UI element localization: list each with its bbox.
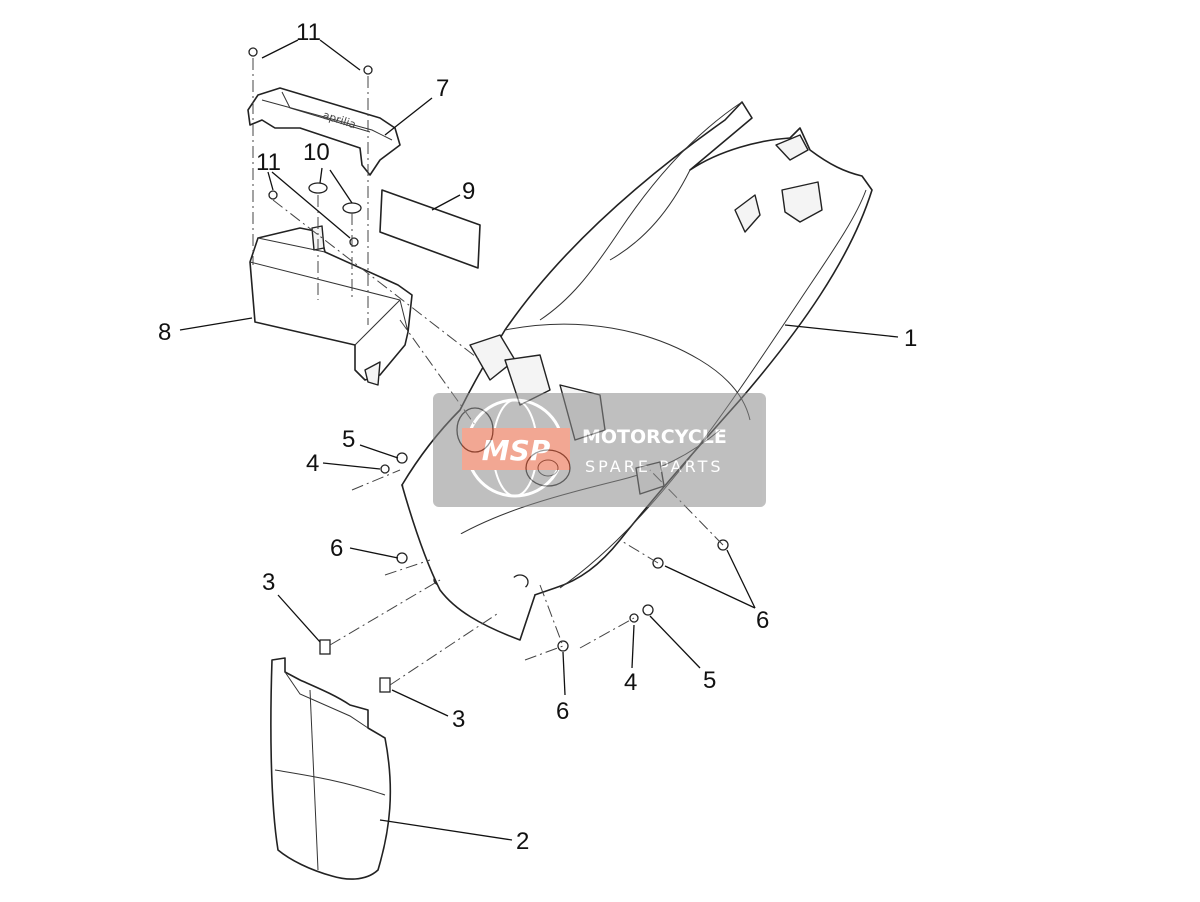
callout-5: 5 (703, 667, 716, 694)
logo-badge (462, 428, 570, 470)
screw-icon (363, 65, 373, 75)
watermark-panel (433, 393, 766, 507)
callout-5: 5 (342, 426, 355, 453)
callout-4: 4 (306, 450, 319, 477)
watermark-line2: SPARE PARTS (585, 457, 724, 476)
callout-3: 3 (262, 569, 275, 596)
bolt-icon (642, 604, 654, 616)
callout-3: 3 (452, 706, 465, 733)
callout-11: 11 (256, 149, 281, 176)
screw-icon (396, 552, 408, 564)
callout-labels: 1 2 3 3 4 4 5 5 6 6 6 7 8 9 10 11 11 (158, 19, 917, 855)
screw-icon (268, 190, 278, 200)
screw-icon (349, 237, 359, 247)
callout-2: 2 (516, 828, 529, 855)
rivet-icon (342, 202, 362, 214)
callout-7: 7 (436, 75, 449, 102)
callout-6: 6 (556, 698, 569, 725)
callout-10: 10 (303, 139, 330, 166)
callout-1: 1 (904, 325, 917, 352)
assembly-lines (252, 58, 724, 686)
callout-6: 6 (756, 607, 769, 634)
leader-lines (179, 39, 899, 841)
screw-icon (248, 47, 258, 57)
callout-8: 8 (158, 319, 171, 346)
clip-nut-icon (319, 639, 331, 655)
battery-box-part (249, 225, 413, 386)
rivet-icon (308, 182, 328, 194)
callout-4: 4 (624, 669, 637, 696)
callout-11: 11 (296, 19, 321, 46)
screw-icon (557, 640, 569, 652)
washer-icon (380, 464, 390, 474)
bolt-icon (396, 452, 408, 464)
callout-9: 9 (462, 178, 475, 205)
battery-cover-part: aprilia (247, 87, 401, 176)
watermark-line1: MOTORCYCLE (582, 426, 727, 448)
watermark: MSP MOTORCYCLE SPARE PARTS (433, 393, 766, 507)
clip-nut-icon (379, 677, 391, 693)
pad-part (379, 189, 481, 269)
watermark-logo: MSP (482, 434, 551, 467)
callout-6: 6 (330, 535, 343, 562)
mud-flap-part (270, 657, 392, 880)
